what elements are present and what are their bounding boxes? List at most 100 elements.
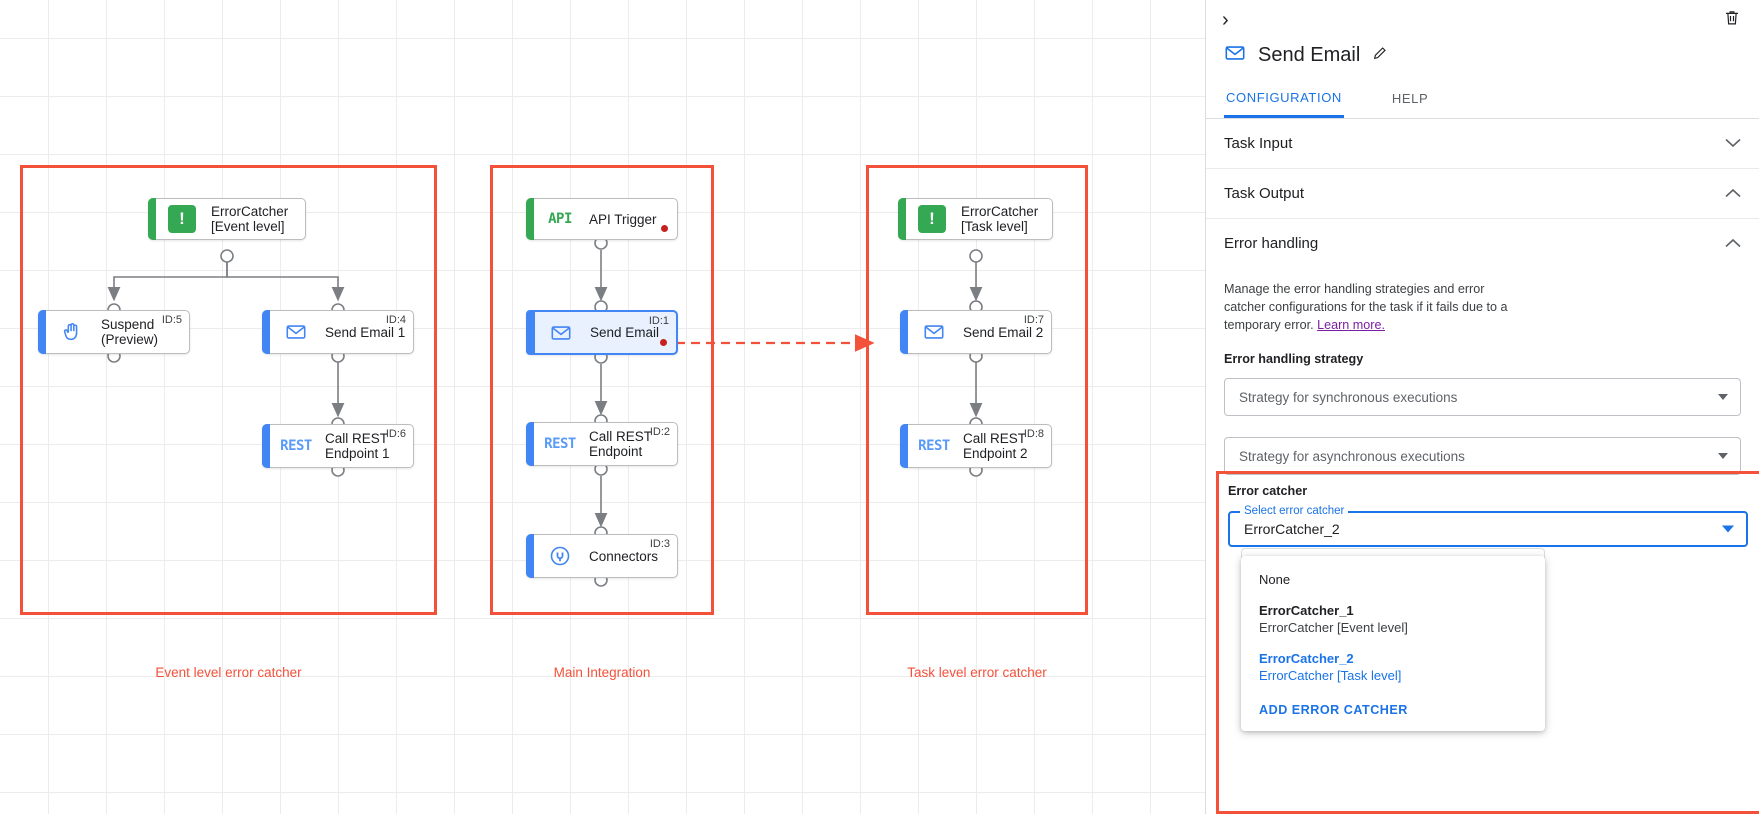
node-accent-bar bbox=[526, 310, 535, 355]
select-error-catcher-field-label: Select error catcher bbox=[1240, 505, 1349, 517]
node-error-dot bbox=[660, 339, 667, 346]
select-error-catcher-value: ErrorCatcher_2 bbox=[1244, 521, 1340, 537]
node-suspend-preview[interactable]: Suspend (Preview) ID:5 bbox=[38, 310, 190, 354]
node-label: Call REST Endpoint bbox=[589, 429, 653, 459]
node-label: API Trigger bbox=[589, 211, 657, 227]
email-icon bbox=[1224, 42, 1246, 69]
node-send-email-2[interactable]: Send Email 2 ID:7 bbox=[900, 310, 1052, 354]
rest-icon: REST bbox=[918, 431, 950, 461]
option-primary: ErrorCatcher_2 bbox=[1259, 651, 1354, 666]
sync-strategy-value: Strategy for synchronous executions bbox=[1239, 389, 1458, 405]
learn-more-link[interactable]: Learn more. bbox=[1317, 318, 1385, 332]
tab-help[interactable]: HELP bbox=[1391, 91, 1429, 106]
node-label: Connectors bbox=[589, 548, 659, 564]
node-label: Send Email 2 bbox=[963, 324, 1044, 340]
node-call-rest-endpoint-2[interactable]: REST Call REST Endpoint 2 ID:8 bbox=[900, 424, 1052, 468]
collapse-panel-icon[interactable]: › bbox=[1222, 9, 1229, 31]
node-accent-bar bbox=[900, 310, 908, 354]
api-icon-text: API bbox=[548, 211, 572, 227]
hand-icon bbox=[57, 317, 87, 347]
option-none[interactable]: None bbox=[1241, 564, 1545, 595]
node-label: Send Email 1 bbox=[325, 324, 406, 340]
node-label: ErrorCatcher [Task level] bbox=[961, 204, 1039, 234]
edit-pencil-icon[interactable] bbox=[1372, 45, 1388, 66]
node-call-rest-endpoint-1[interactable]: REST Call REST Endpoint 1 ID:6 bbox=[262, 424, 414, 468]
node-api-trigger[interactable]: API API Trigger bbox=[526, 198, 678, 240]
task-config-panel: › Send Email CO bbox=[1205, 0, 1759, 814]
error-handling-description-text: Manage the error handling strategies and… bbox=[1224, 282, 1508, 332]
email-icon bbox=[546, 318, 576, 348]
event-level-group[interactable] bbox=[20, 165, 437, 615]
node-id: ID:7 bbox=[1023, 314, 1044, 326]
node-id: ID:8 bbox=[1023, 428, 1044, 440]
node-errorcatcher-task-level[interactable]: ! ErrorCatcher [Task level] bbox=[898, 198, 1053, 240]
rest-icon-text: REST bbox=[918, 438, 950, 454]
delete-task-icon[interactable] bbox=[1723, 8, 1741, 32]
async-strategy-select[interactable]: Strategy for asynchronous executions bbox=[1224, 437, 1741, 475]
tab-configuration[interactable]: CONFIGURATION bbox=[1224, 79, 1344, 118]
select-error-catcher-dropdown[interactable]: Select error catcher ErrorCatcher_2 bbox=[1228, 505, 1748, 547]
node-label: Send Email bbox=[590, 325, 660, 340]
node-send-email[interactable]: Send Email ID:1 bbox=[526, 310, 678, 355]
task-level-group[interactable] bbox=[866, 165, 1088, 615]
async-strategy-value: Strategy for asynchronous executions bbox=[1239, 448, 1465, 464]
node-id: ID:3 bbox=[649, 538, 670, 550]
chevron-down-icon bbox=[1718, 453, 1728, 459]
chevron-up-icon[interactable] bbox=[1725, 236, 1741, 251]
main-integration-group[interactable] bbox=[490, 165, 714, 615]
rest-icon: REST bbox=[280, 431, 312, 461]
error-handling-body: Manage the error handling strategies and… bbox=[1206, 268, 1759, 475]
api-icon: API bbox=[545, 204, 575, 234]
option-errorcatcher-1[interactable]: ErrorCatcher_1 ErrorCatcher [Event level… bbox=[1241, 595, 1545, 643]
section-error-handling[interactable]: Error handling bbox=[1206, 219, 1759, 268]
chevron-up-icon[interactable] bbox=[1725, 186, 1741, 201]
node-error-dot bbox=[661, 225, 668, 232]
node-accent-bar bbox=[526, 422, 534, 466]
node-call-rest-endpoint[interactable]: REST Call REST Endpoint ID:2 bbox=[526, 422, 678, 466]
section-title: Task Output bbox=[1224, 185, 1305, 202]
error-catcher-options-menu: None ErrorCatcher_1 ErrorCatcher [Event … bbox=[1241, 556, 1545, 731]
option-secondary: ErrorCatcher [Event level] bbox=[1259, 620, 1408, 635]
chevron-down-icon bbox=[1718, 394, 1728, 400]
node-label: Call REST Endpoint 2 bbox=[963, 431, 1028, 461]
section-title: Error handling bbox=[1224, 235, 1319, 252]
add-error-catcher-button[interactable]: ADD ERROR CATCHER bbox=[1259, 703, 1408, 717]
node-id: ID:6 bbox=[385, 428, 406, 440]
sync-strategy-select[interactable]: Strategy for synchronous executions bbox=[1224, 378, 1741, 416]
option-primary: None bbox=[1259, 572, 1291, 587]
error-catcher-icon: ! bbox=[917, 204, 947, 234]
node-send-email-1[interactable]: Send Email 1 ID:4 bbox=[262, 310, 414, 354]
chevron-down-icon[interactable] bbox=[1725, 136, 1741, 151]
node-id: ID:1 bbox=[648, 315, 669, 327]
node-accent-bar bbox=[262, 310, 270, 354]
node-accent-bar bbox=[900, 424, 908, 468]
node-connectors[interactable]: Connectors ID:3 bbox=[526, 534, 678, 578]
chevron-down-icon bbox=[1722, 525, 1734, 533]
error-handling-description: Manage the error handling strategies and… bbox=[1224, 280, 1524, 334]
node-errorcatcher-event-level[interactable]: ! ErrorCatcher [Event level] bbox=[148, 198, 306, 240]
main-integration-group-label: Main Integration bbox=[553, 665, 651, 680]
connectors-icon bbox=[545, 541, 575, 571]
error-catcher-label: Error catcher bbox=[1228, 484, 1308, 498]
option-secondary: ErrorCatcher [Task level] bbox=[1259, 668, 1402, 683]
node-label: Call REST Endpoint 1 bbox=[325, 431, 390, 461]
section-task-input[interactable]: Task Input bbox=[1206, 119, 1759, 169]
node-id: ID:5 bbox=[161, 314, 182, 326]
rest-icon-text: REST bbox=[280, 438, 312, 454]
node-accent-bar bbox=[38, 310, 46, 354]
option-errorcatcher-2[interactable]: ErrorCatcher_2 ErrorCatcher [Task level] bbox=[1241, 643, 1545, 691]
node-accent-bar bbox=[148, 198, 156, 240]
node-label: ErrorCatcher [Event level] bbox=[211, 204, 289, 234]
email-icon bbox=[281, 317, 311, 347]
node-accent-bar bbox=[526, 198, 534, 240]
error-catcher-icon: ! bbox=[167, 204, 197, 234]
node-id: ID:4 bbox=[385, 314, 406, 326]
error-catcher-highlight-region: Error catcher Select error catcher Error… bbox=[1216, 471, 1759, 814]
section-task-output[interactable]: Task Output bbox=[1206, 169, 1759, 219]
node-accent-bar bbox=[262, 424, 270, 468]
section-title: Task Input bbox=[1224, 135, 1293, 152]
error-handling-strategy-label: Error handling strategy bbox=[1224, 352, 1364, 366]
option-primary: ErrorCatcher_1 bbox=[1259, 603, 1354, 618]
workflow-canvas[interactable]: Event level error catcher Main Integrati… bbox=[0, 0, 1205, 814]
node-label: Suspend (Preview) bbox=[101, 317, 159, 347]
